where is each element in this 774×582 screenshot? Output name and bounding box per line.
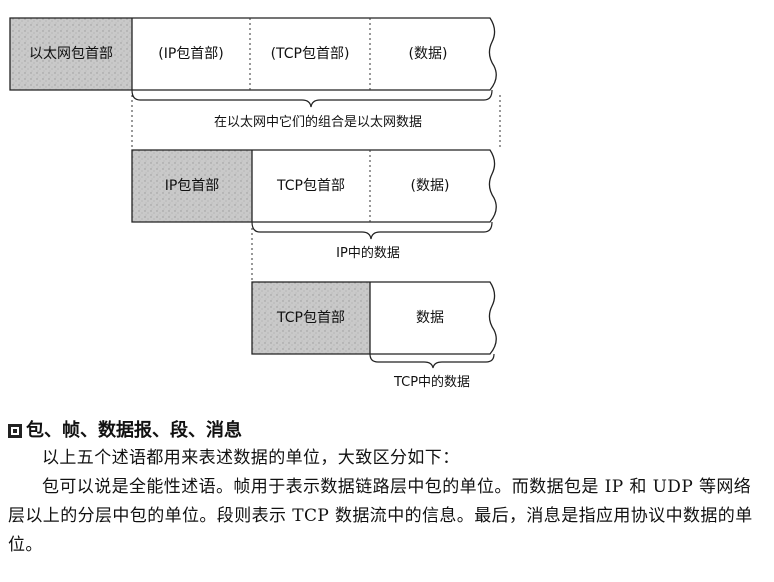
row1-outline (9, 17, 497, 91)
paragraph-intro: 以上五个述语都用来表述数据的单位，大致区分如下： (42, 448, 460, 468)
row2-caption: IP中的数据 (336, 245, 400, 261)
section-heading: 包、帧、数据报、段、消息 (8, 418, 768, 444)
section-heading-text: 包、帧、数据报、段、消息 (26, 420, 242, 441)
tcp-header-cell (252, 282, 370, 354)
row2-outline (131, 149, 497, 223)
tcp-header-label-3: TCP包首部 (276, 310, 345, 326)
row1-caption: 在以太网中它们的组合是以太网数据 (214, 114, 422, 130)
ip-header-label-2: IP包首部 (165, 178, 220, 194)
tcp-header-label: (TCP包首部) (271, 46, 350, 62)
section-text: 包、帧、数据报、段、消息 以上五个述语都用来表述数据的单位，大致区分如下： 包可… (8, 418, 768, 560)
square-bullet-icon (8, 424, 22, 438)
ethernet-header-label: 以太网包首部 (29, 46, 113, 62)
encapsulation-diagram: 以太网包首部 (IP包首部) (TCP包首部) (数据) 在以太网中它们的组合是… (9, 17, 501, 390)
row3-brace (369, 353, 495, 369)
row3-outline (251, 281, 497, 355)
row-tcp-segment: TCP包首部 数据 TCP中的数据 (251, 281, 497, 390)
row-ethernet-frame: 以太网包首部 (IP包首部) (TCP包首部) (数据) 在以太网中它们的组合是… (9, 17, 497, 130)
row1-brace (131, 89, 493, 108)
paragraph-body: 包可以说是全能性述语。帧用于表示数据链路层中包的单位。而数据包是 IP 和 UD… (8, 477, 753, 555)
row-ip-packet: IP包首部 TCP包首部 (数据) IP中的数据 (131, 149, 497, 261)
row3-caption: TCP中的数据 (393, 374, 470, 390)
ethernet-header-cell (10, 18, 132, 90)
data-label: (数据) (409, 46, 448, 62)
data-label-3: 数据 (416, 310, 444, 326)
ip-header-cell (132, 150, 252, 222)
tcp-header-label-2: TCP包首部 (276, 178, 345, 194)
ip-header-label: (IP包首部) (158, 46, 224, 62)
data-label-2: (数据) (411, 178, 450, 194)
row2-brace (251, 221, 493, 240)
